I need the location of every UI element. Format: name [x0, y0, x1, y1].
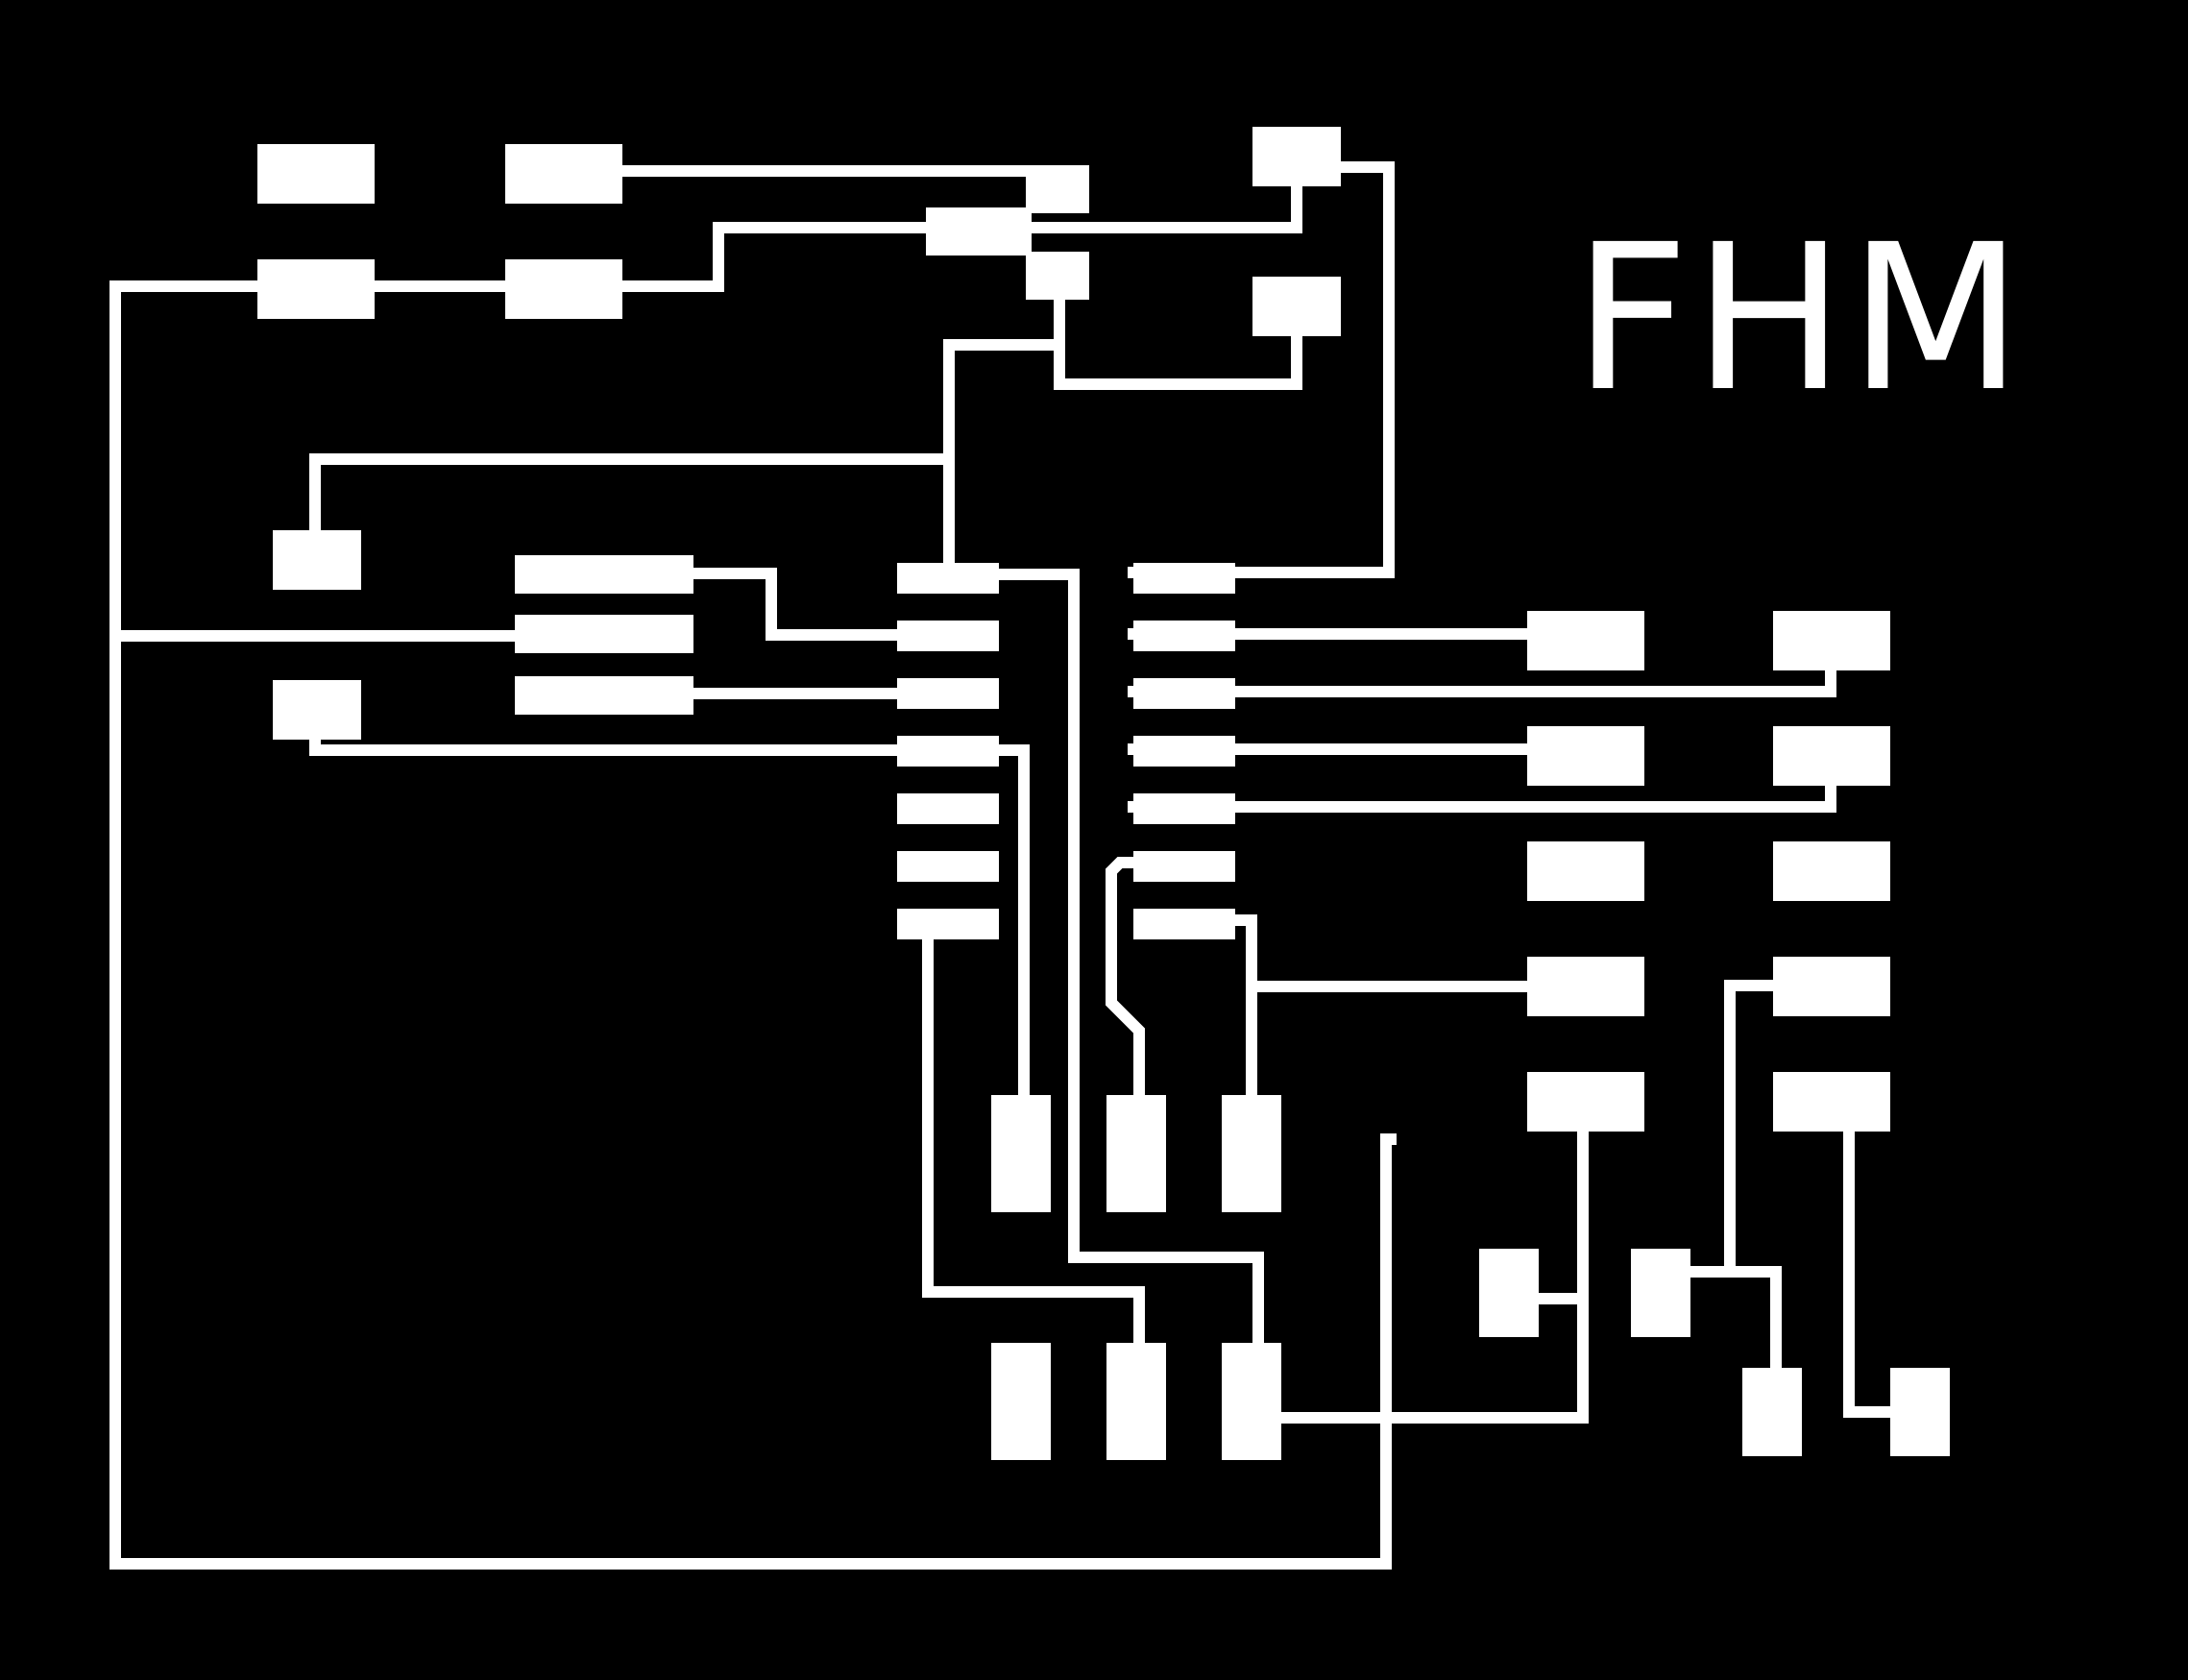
copper-trace-6 [1128, 161, 1395, 578]
solder-pad-35 [1527, 957, 1644, 1016]
copper-trace-8 [943, 339, 1065, 572]
solder-pad-20 [897, 851, 999, 882]
copper-trace-19 [1106, 857, 1145, 1103]
solder-pad-28 [1133, 909, 1235, 939]
solder-pad-45 [1106, 1343, 1166, 1460]
solder-pad-32 [1773, 726, 1890, 786]
solder-pad-37 [1527, 1072, 1644, 1132]
copper-trace-14 [922, 934, 1145, 1350]
copper-trace-9 [309, 453, 955, 536]
solder-pad-9 [1252, 277, 1341, 336]
solder-pad-47 [1742, 1368, 1802, 1456]
solder-pad-27 [1133, 851, 1235, 882]
solder-pad-29 [1527, 611, 1644, 670]
solder-pad-39 [991, 1095, 1051, 1212]
solder-pad-8 [1026, 252, 1089, 300]
solder-pad-15 [897, 563, 999, 594]
solder-pad-3 [1026, 165, 1089, 213]
solder-pad-2 [505, 144, 622, 204]
solder-pad-34 [1773, 841, 1890, 901]
solder-pad-42 [1479, 1249, 1539, 1337]
board-label: FHM [1573, 201, 2027, 436]
solder-pad-16 [897, 621, 999, 651]
solder-pad-10 [273, 530, 361, 590]
solder-pad-26 [1133, 793, 1235, 824]
solder-pad-4 [1252, 127, 1341, 186]
copper-trace-1 [109, 280, 1397, 1570]
pads [257, 127, 1950, 1460]
solder-pad-30 [1773, 611, 1890, 670]
solder-pad-17 [897, 678, 999, 709]
solder-pad-40 [1106, 1095, 1166, 1212]
solder-pad-43 [1631, 1249, 1690, 1337]
solder-pad-33 [1527, 841, 1644, 901]
solder-pad-38 [1773, 1072, 1890, 1132]
copper-trace-25 [1724, 980, 1781, 1278]
solder-pad-18 [897, 736, 999, 767]
solder-pad-13 [515, 676, 693, 715]
solder-pad-31 [1527, 726, 1644, 786]
solder-pad-36 [1773, 957, 1890, 1016]
copper-trace-16 [1128, 663, 1836, 697]
copper-trace-4 [617, 161, 1302, 292]
solder-pad-19 [897, 793, 999, 824]
solder-pad-6 [257, 259, 375, 319]
copper-trace-26 [1843, 1126, 1894, 1418]
copper-trace-10 [686, 568, 966, 641]
copper-trace-7 [1054, 263, 1302, 390]
solder-pad-12 [515, 615, 693, 653]
solder-pad-1 [257, 144, 375, 204]
copper-trace-18 [1128, 780, 1836, 813]
solder-pad-25 [1133, 736, 1235, 767]
solder-pad-48 [1890, 1368, 1950, 1456]
solder-pad-23 [1133, 621, 1235, 651]
copper-trace-24 [1679, 1266, 1782, 1374]
solder-pad-41 [1222, 1095, 1281, 1212]
copper-trace-13 [993, 569, 1264, 1350]
solder-pad-5 [926, 207, 1032, 256]
copper-trace-22 [1272, 1126, 1589, 1424]
solder-pad-7 [505, 259, 622, 319]
solder-pad-22 [1133, 563, 1235, 594]
solder-pad-21 [897, 909, 999, 939]
solder-pad-46 [1222, 1343, 1281, 1460]
solder-pad-11 [515, 555, 693, 594]
solder-pad-24 [1133, 678, 1235, 709]
solder-pad-44 [991, 1343, 1051, 1460]
solder-pad-14 [273, 680, 361, 740]
